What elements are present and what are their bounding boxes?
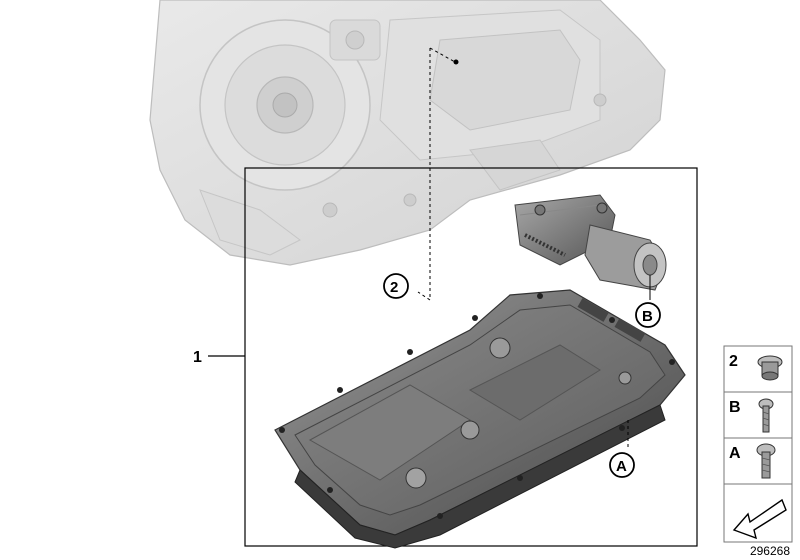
legend: 2 B A bbox=[723, 345, 793, 543]
bolt-icon bbox=[756, 443, 776, 479]
transmission-housing bbox=[149, 0, 666, 266]
callout-a: A bbox=[609, 452, 635, 478]
arrow-icon bbox=[732, 498, 787, 540]
legend-label-2: 2 bbox=[729, 353, 738, 370]
bolt-icon bbox=[758, 398, 774, 433]
svg-text:B: B bbox=[642, 308, 653, 325]
legend-label-a: A bbox=[729, 445, 741, 462]
callout-b: B bbox=[635, 302, 661, 328]
callout-1: 1 bbox=[193, 349, 202, 366]
plug-icon bbox=[757, 355, 783, 381]
mechatronic-sensor bbox=[514, 194, 667, 291]
oil-pan bbox=[274, 289, 686, 549]
illustration-number: 296268 bbox=[749, 544, 790, 558]
callout-2: 2 bbox=[383, 273, 409, 299]
svg-text:A: A bbox=[616, 458, 627, 475]
legend-label-b: B bbox=[729, 399, 741, 416]
set-frame bbox=[244, 167, 698, 547]
svg-text:2: 2 bbox=[390, 279, 398, 296]
